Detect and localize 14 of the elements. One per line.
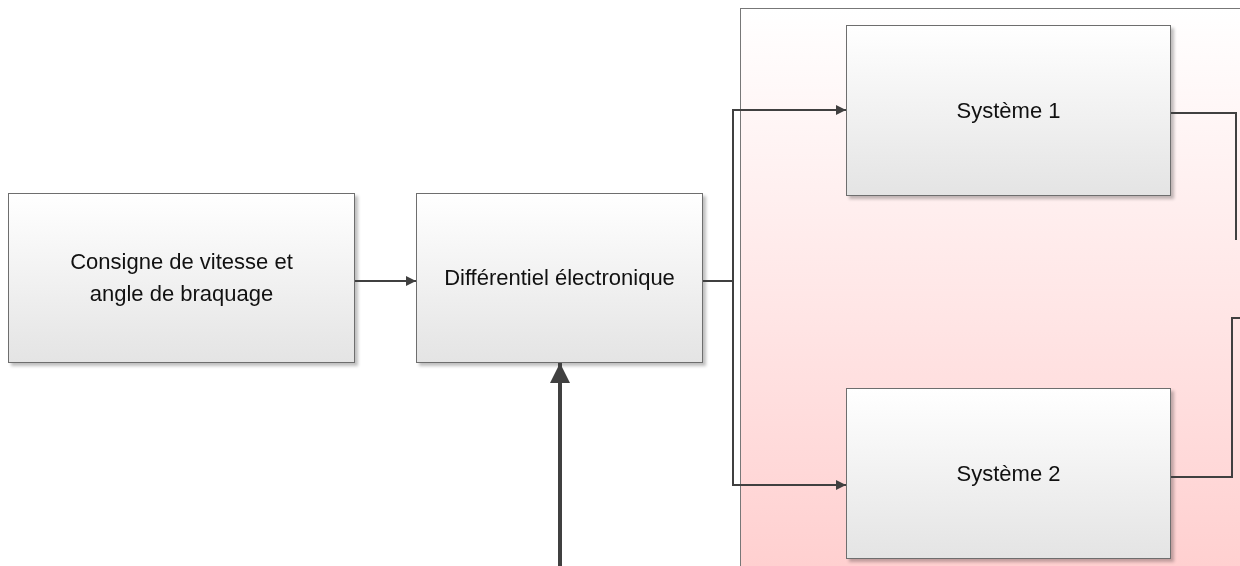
arrow — [354, 276, 417, 286]
connector-line — [1170, 112, 1237, 241]
arrow — [702, 280, 847, 490]
box-label: Système 2 — [956, 459, 1061, 488]
process-box — [846, 25, 1171, 196]
box-label: Différentiel électronique — [444, 264, 675, 292]
box-label: Système 1 — [956, 96, 1061, 125]
process-box — [846, 388, 1171, 559]
connector-line — [1170, 317, 1240, 478]
box-label: Consigne de vitesse et angle de braquage — [69, 248, 294, 308]
process-box — [416, 193, 703, 363]
arrow — [550, 363, 570, 566]
group-panel — [740, 8, 1240, 566]
process-box — [8, 193, 355, 363]
